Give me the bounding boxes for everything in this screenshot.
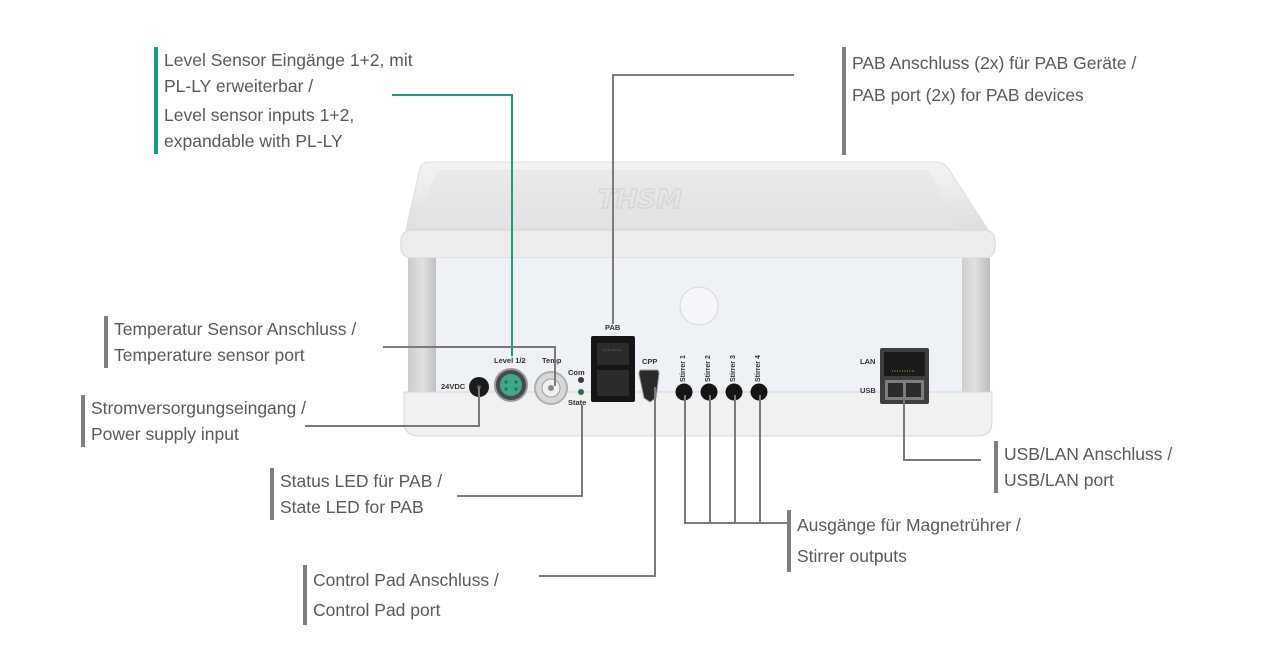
callout-text-en: Temperature sensor port	[114, 345, 305, 365]
stirrer-label-4: Stirrer 4	[755, 355, 762, 382]
callout-text-de: Temperatur Sensor Anschluss /	[114, 319, 357, 339]
leader-pab-h	[612, 74, 794, 76]
lid-rim	[400, 229, 996, 259]
callout-stirrer-outputs: Ausgänge für Magnetrührer / Stirrer outp…	[787, 510, 1021, 572]
callout-accent-bar	[81, 395, 85, 447]
round-cap	[679, 286, 719, 326]
callout-temp-sensor: Temperatur Sensor Anschluss / Temperatur…	[104, 316, 356, 368]
stirrer-label-1: Stirrer 1	[680, 355, 687, 382]
side-right	[960, 258, 990, 408]
leader-level-h	[392, 94, 513, 96]
callout-text-en: PAB port (2x) for PAB devices	[852, 85, 1084, 105]
leader-state-h	[457, 495, 583, 497]
callout-level-sensor: Level Sensor Eingänge 1+2, mit PL-LY erw…	[154, 47, 413, 154]
leader-usblan-v	[903, 392, 905, 460]
callout-usb-lan: USB/LAN Anschluss / USB/LAN port	[994, 441, 1172, 493]
side-left	[408, 258, 438, 408]
callout-text-en: USB/LAN port	[1004, 470, 1114, 490]
callout-text-en: Control Pad port	[313, 600, 441, 620]
callout-text-de: Ausgänge für Magnetrührer /	[797, 515, 1021, 535]
callout-status-led: Status LED für PAB / State LED for PAB	[270, 468, 442, 520]
device-illustration: THSM	[400, 161, 996, 437]
leader-cpp-v	[654, 387, 656, 577]
stirrer-jack-3	[725, 383, 743, 401]
callout-text-en: Stirrer outputs	[797, 546, 907, 566]
cpp-label: CPP	[642, 357, 658, 366]
leader-stirrer-v1	[684, 395, 686, 523]
stirrer-label-3: Stirrer 3	[730, 355, 737, 382]
callout-accent-bar	[787, 510, 791, 572]
callout-control-pad: Control Pad Anschluss / Control Pad port	[303, 565, 499, 625]
callout-accent-bar	[994, 441, 998, 493]
lan-label: LAN	[860, 357, 876, 366]
leader-temp-h	[383, 346, 556, 348]
callout-text-en: State LED for PAB	[280, 497, 424, 517]
state-led	[578, 389, 584, 395]
callout-text-de: USB/LAN Anschluss /	[1004, 444, 1173, 464]
callout-text-de-1: Level Sensor Eingänge 1+2, mit	[164, 50, 413, 70]
callout-power-supply: Stromversorgungseingang / Power supply i…	[81, 395, 306, 447]
callout-text-en: Power supply input	[91, 424, 239, 444]
callout-text-de-2: PL-LY erweiterbar /	[164, 76, 314, 96]
com-led-label: Com	[568, 368, 585, 377]
logo: THSM	[597, 184, 683, 216]
leader-stirrer-v3	[734, 395, 736, 523]
leader-pab-v	[612, 74, 614, 324]
callout-accent-bar	[842, 47, 846, 155]
state-led-label: State	[568, 398, 587, 407]
leader-level-v	[511, 94, 513, 356]
pab-label: PAB	[605, 323, 621, 332]
leader-cpp-h	[539, 575, 656, 577]
stirrer-jack-2	[700, 383, 718, 401]
callout-pab-port: PAB Anschluss (2x) für PAB Geräte / PAB …	[842, 47, 1136, 155]
power-label: 24VDC	[441, 382, 466, 391]
leader-power-h	[305, 425, 480, 427]
callout-accent-bar	[270, 468, 274, 520]
level-label: Level 1/2	[494, 356, 526, 365]
com-led	[578, 377, 584, 383]
callout-text-de: Control Pad Anschluss /	[313, 570, 499, 590]
callout-text-de: Stromversorgungseingang /	[91, 398, 306, 418]
callout-accent-bar	[303, 565, 307, 625]
device: THSM 24VDC	[398, 160, 998, 445]
leader-stirrer-v4	[759, 395, 761, 523]
usb-label: USB	[860, 386, 876, 395]
leader-state-v	[581, 405, 583, 497]
callout-text-de: Status LED für PAB /	[280, 471, 443, 491]
leader-power-v	[478, 387, 480, 427]
stirrer-jack-1	[675, 383, 693, 401]
callout-text-de: PAB Anschluss (2x) für PAB Geräte /	[852, 53, 1137, 73]
leader-usblan-h	[903, 459, 981, 461]
callout-text-en-2: expandable with PL-LY	[164, 131, 343, 151]
stirrer-jack-4	[750, 383, 768, 401]
stirrer-label-2: Stirrer 2	[705, 355, 712, 382]
callout-accent-bar	[104, 316, 108, 368]
svg-text:THSM: THSM	[598, 185, 682, 215]
leader-stirrer-h	[684, 522, 787, 524]
leader-temp-v	[554, 346, 556, 386]
leader-stirrer-v2	[709, 395, 711, 523]
callout-accent-bar	[154, 47, 158, 154]
lan-port	[884, 352, 925, 376]
temp-label: Temp	[542, 356, 562, 365]
callout-text-en-1: Level sensor inputs 1+2,	[164, 105, 355, 125]
